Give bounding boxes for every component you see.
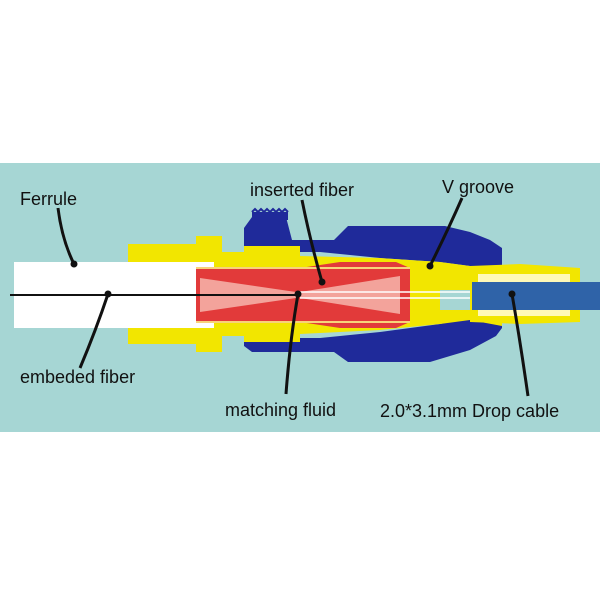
v-groove-pointer-dot [426,262,434,270]
ferrule-label: Ferrule [20,189,78,209]
matching-fluid-pink-right [300,276,400,314]
inserted-fiber-pointer [300,199,324,283]
drop-cable-pointer-dot [508,290,516,298]
embeded-fiber-pointer-dot [104,290,112,298]
inserted-fiber-pointer-dot [318,278,326,286]
ferrule-pointer-dot [70,260,78,268]
matching-fluid-label: matching fluid [225,400,337,420]
v-groove-label: V groove [442,177,515,197]
blue-housing-bottom [244,316,502,362]
v-groove-pointer [428,197,464,267]
ferrule-pointer [56,207,76,265]
matching-fluid-pointer-dot [294,290,302,298]
embeded-fiber-label: embeded fiber [20,367,136,387]
drop-cable-label: 2.0*3.1mm Drop cable [380,401,560,421]
inserted-fiber-label: inserted fiber [250,180,355,200]
thread-teeth [251,207,289,214]
blue-housing-top [244,217,502,268]
embeded-fiber-pointer [78,293,110,369]
drop-cable-body [472,282,600,310]
blue-thread [252,212,288,220]
matching-fluid-pointer [284,293,300,395]
drop-cable-pointer [510,293,530,397]
